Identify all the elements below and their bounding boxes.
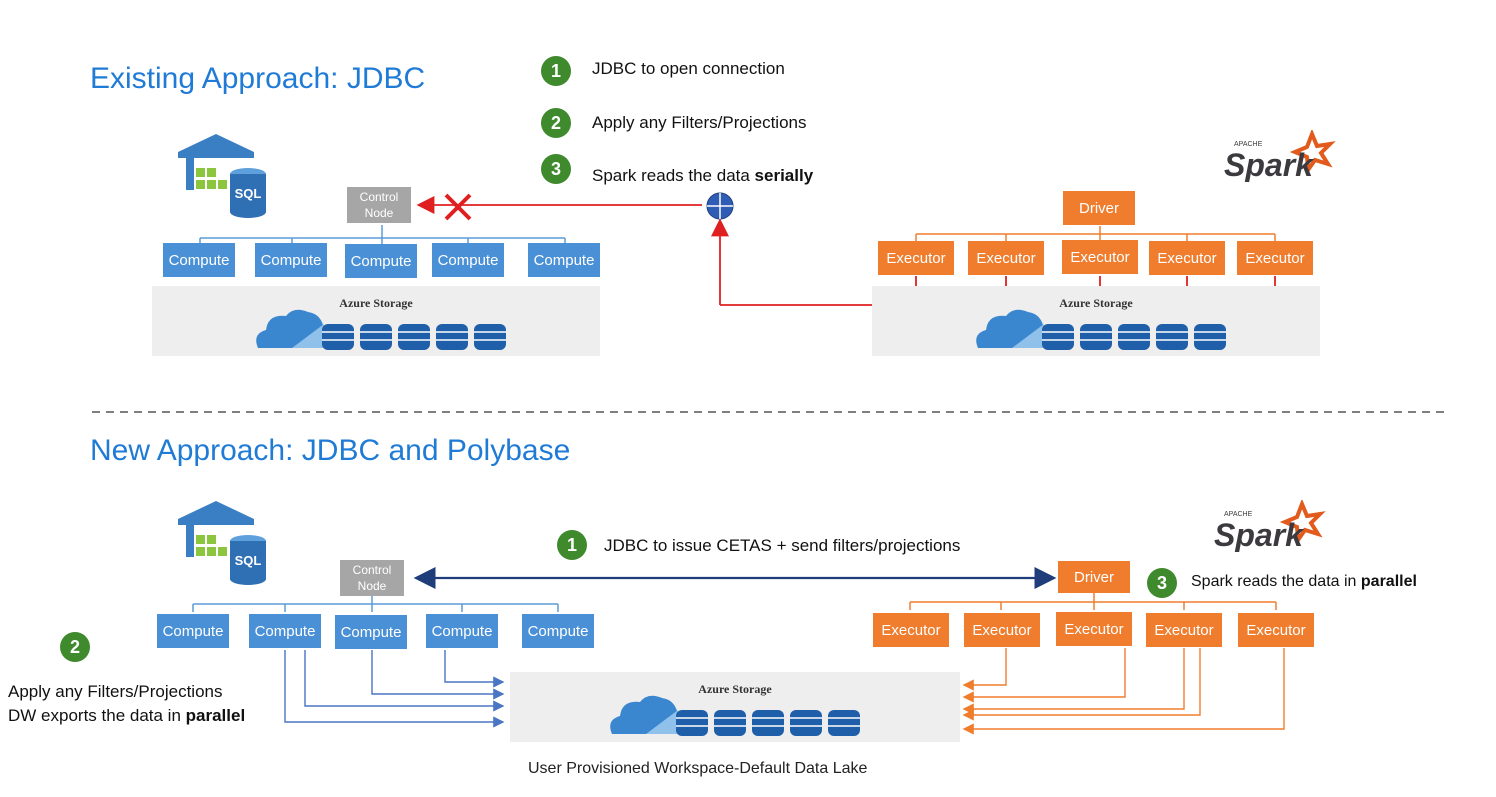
azure-storage-spark: Azure Storage bbox=[872, 286, 1320, 356]
spark-driver: Driver bbox=[1063, 191, 1135, 225]
compute-node: Compute bbox=[249, 614, 321, 648]
sql-warehouse-icon: SQL bbox=[178, 501, 266, 585]
azure-storage-label: Azure Storage bbox=[1059, 296, 1133, 310]
spark-tree-lines-top bbox=[915, 226, 1276, 241]
compute-node: Compute bbox=[163, 243, 235, 277]
spark-logo-icon: Spark APACHE bbox=[1220, 128, 1340, 183]
storage-cloud-icon bbox=[610, 695, 860, 736]
step-1-text: JDBC to issue CETAS + send filters/proje… bbox=[604, 536, 961, 555]
step-2-badge: 2 bbox=[60, 632, 90, 662]
spark-executor: Executor bbox=[1237, 241, 1313, 275]
compute-node: Compute bbox=[522, 614, 594, 648]
step-2-line1: Apply any Filters/Projections bbox=[8, 682, 223, 701]
sql-tree-lines-top bbox=[199, 225, 566, 244]
compute-node: Compute bbox=[157, 614, 229, 648]
svg-text:SQL: SQL bbox=[235, 553, 262, 568]
step-3-text: Spark reads the data in parallel bbox=[1191, 573, 1417, 590]
storage-cloud-icon bbox=[256, 309, 506, 350]
spark-executor: Executor bbox=[1149, 241, 1225, 275]
step-3-badge: 3 bbox=[1147, 568, 1177, 598]
control-node: Control Node bbox=[347, 187, 411, 223]
storage-cloud-icon bbox=[976, 309, 1226, 350]
parallel-read-arrows bbox=[962, 648, 1285, 735]
step-1-badge: 1 bbox=[541, 56, 571, 86]
step-1-badge: 1 bbox=[557, 530, 587, 560]
azure-storage-sql: Azure Storage bbox=[152, 286, 600, 356]
step-2-text: Apply any Filters/Projections bbox=[592, 113, 807, 132]
svg-text:APACHE: APACHE bbox=[1224, 511, 1253, 518]
spark-executor: Executor bbox=[964, 613, 1040, 647]
azure-storage-label: Azure Storage bbox=[339, 296, 413, 310]
spark-driver: Driver bbox=[1058, 561, 1130, 593]
spark-tree-lines-bottom bbox=[909, 593, 1277, 610]
spark-executor: Executor bbox=[968, 241, 1044, 275]
spark-executor: Executor bbox=[1056, 612, 1132, 646]
step-2-badge: 2 bbox=[541, 108, 571, 138]
sql-warehouse-icon: SQL bbox=[178, 134, 266, 218]
spark-executor: Executor bbox=[873, 613, 949, 647]
compute-node: Compute bbox=[426, 614, 498, 648]
compute-node: Compute bbox=[345, 244, 417, 278]
data-lake-caption: User Provisioned Workspace-Default Data … bbox=[528, 760, 868, 777]
compute-node: Compute bbox=[432, 243, 504, 277]
spark-executor: Executor bbox=[1146, 613, 1222, 647]
sql-tree-lines-bottom bbox=[192, 595, 559, 612]
step-1-text: JDBC to open connection bbox=[592, 59, 785, 78]
svg-text:SQL: SQL bbox=[235, 186, 262, 201]
svg-text:Spark: Spark bbox=[1224, 147, 1315, 182]
spark-executor: Executor bbox=[878, 241, 954, 275]
step-3-badge: 3 bbox=[541, 154, 571, 184]
svg-text:APACHE: APACHE bbox=[1234, 141, 1263, 148]
control-node: Control Node bbox=[340, 560, 404, 596]
spark-executor: Executor bbox=[1238, 613, 1314, 647]
svg-text:Spark: Spark bbox=[1214, 517, 1305, 552]
azure-storage-data-lake: Azure Storage bbox=[510, 672, 960, 742]
blocked-x-icon bbox=[444, 193, 472, 221]
step-2-line2: DW exports the data in parallel bbox=[8, 706, 246, 725]
spark-executor: Executor bbox=[1062, 240, 1138, 274]
compute-node: Compute bbox=[528, 243, 600, 277]
step-3-text: Spark reads the data serially bbox=[592, 166, 814, 185]
azure-storage-label: Azure Storage bbox=[698, 682, 772, 696]
existing-approach-title: Existing Approach: JDBC bbox=[90, 62, 426, 95]
parallel-export-arrows bbox=[284, 650, 505, 728]
junction-icon bbox=[706, 192, 734, 220]
compute-node: Compute bbox=[255, 243, 327, 277]
new-approach-title: New Approach: JDBC and Polybase bbox=[90, 434, 571, 467]
compute-node: Compute bbox=[335, 615, 407, 649]
spark-logo-icon: Spark APACHE bbox=[1210, 498, 1330, 553]
